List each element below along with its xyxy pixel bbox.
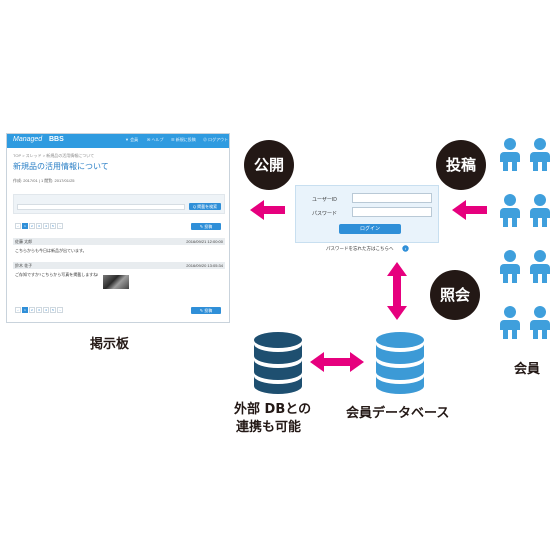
search-input[interactable] [17, 204, 185, 210]
board-brand: Managed [13, 136, 43, 143]
member-db-caption: 会員データベース [346, 406, 450, 421]
board-caption: 掲示板 [90, 337, 130, 352]
query-arrow [387, 262, 407, 320]
page-1[interactable]: 1 [22, 223, 28, 229]
nav-item-help[interactable]: ✉ ヘルプ [147, 137, 164, 142]
post-author: 佐藤 太郎 [15, 239, 33, 244]
member-icon [500, 250, 520, 283]
member-database-icon [376, 332, 424, 394]
query-bubble: 照会 [430, 270, 480, 320]
member-icon [530, 250, 550, 283]
member-icon [500, 194, 520, 227]
password-input[interactable] [352, 207, 432, 217]
post-bubble: 投稿 [436, 140, 486, 190]
post-photo [103, 275, 129, 289]
external-db-caption-1: 外部 DBとの [234, 402, 312, 417]
external-db-caption-2: 連携も可能 [236, 420, 302, 435]
external-database-icon [254, 332, 302, 394]
post-text: ご存知ですか?こちらから写真を掲載しますね! [15, 272, 99, 277]
post-date: 2016/09/21 12:00:00 [186, 239, 223, 244]
member-icon [530, 194, 550, 227]
page-1[interactable]: 1 [22, 307, 28, 313]
pagination-top: ‹ 1 2 3 4 5 › [15, 223, 64, 229]
svg-text:›: › [405, 247, 407, 253]
post-header: 鈴木 花子 2016/09/20 13:05:34 [13, 262, 225, 269]
post-text: こちらからも今日は新品が出ています。 [15, 248, 87, 253]
nav-item-new-post[interactable]: ☰ 新規に投稿 [171, 137, 196, 142]
nav-item-members[interactable]: ▼ 会員 [125, 137, 139, 142]
member-icon [500, 306, 520, 339]
page-3[interactable]: 3 [36, 223, 42, 229]
page-4[interactable]: 4 [43, 307, 49, 313]
page-5[interactable]: 5 [50, 223, 56, 229]
forgot-password-link[interactable]: パスワードを忘れた方はこちらへ [326, 246, 394, 251]
board-brand-badge: BBS [49, 136, 64, 143]
help-icon: › [402, 245, 409, 252]
member-icon [500, 138, 520, 171]
page-prev[interactable]: ‹ [15, 223, 21, 229]
user-id-label: ユーザーID [312, 197, 337, 203]
page-5[interactable]: 5 [50, 307, 56, 313]
login-button[interactable]: ログイン [339, 224, 401, 234]
member-icon [530, 306, 550, 339]
page-next[interactable]: › [57, 307, 63, 313]
member-icon [530, 138, 550, 171]
page-4[interactable]: 4 [43, 223, 49, 229]
post-author: 鈴木 花子 [15, 263, 33, 268]
bulletin-board-screenshot: Managed BBS ▼ 会員 ✉ ヘルプ ☰ 新規に投稿 ⊘ ログアウト T… [6, 133, 230, 323]
members-group [500, 138, 550, 339]
page-3[interactable]: 3 [36, 307, 42, 313]
nav-item-logout[interactable]: ⊘ ログアウト [203, 137, 229, 142]
post-arrow [452, 200, 487, 220]
post-date: 2016/09/20 13:05:34 [186, 263, 223, 268]
page-prev[interactable]: ‹ [15, 307, 21, 313]
db-link-arrow [310, 352, 364, 372]
page-2[interactable]: 2 [29, 223, 35, 229]
post-button-top[interactable]: ✎ 投稿 [191, 223, 221, 230]
user-id-input[interactable] [352, 193, 432, 203]
page-next[interactable]: › [57, 223, 63, 229]
post-header: 佐藤 太郎 2016/09/21 12:00:00 [13, 238, 225, 245]
pagination-bottom: ‹ 1 2 3 4 5 › [15, 307, 64, 313]
search-button[interactable]: Q 掲載を検索 [189, 203, 221, 210]
board-navbar: Managed BBS ▼ 会員 ✉ ヘルプ ☰ 新規に投稿 ⊘ ログアウト [7, 134, 229, 148]
post-button-bottom[interactable]: ✎ 投稿 [191, 307, 221, 314]
page-2[interactable]: 2 [29, 307, 35, 313]
breadcrumb: TOP > スレッド > 新規品の活用情報について [13, 153, 95, 158]
thread-meta: 作成: 2017/01 | 1 閲覧: 2017/01/25 [13, 178, 75, 183]
publish-bubble: 公開 [244, 140, 294, 190]
thread-title: 新規品の活用情報について [13, 162, 109, 171]
password-label: パスワード [312, 211, 338, 217]
publish-arrow [250, 200, 285, 220]
members-caption: 会員 [514, 362, 541, 377]
